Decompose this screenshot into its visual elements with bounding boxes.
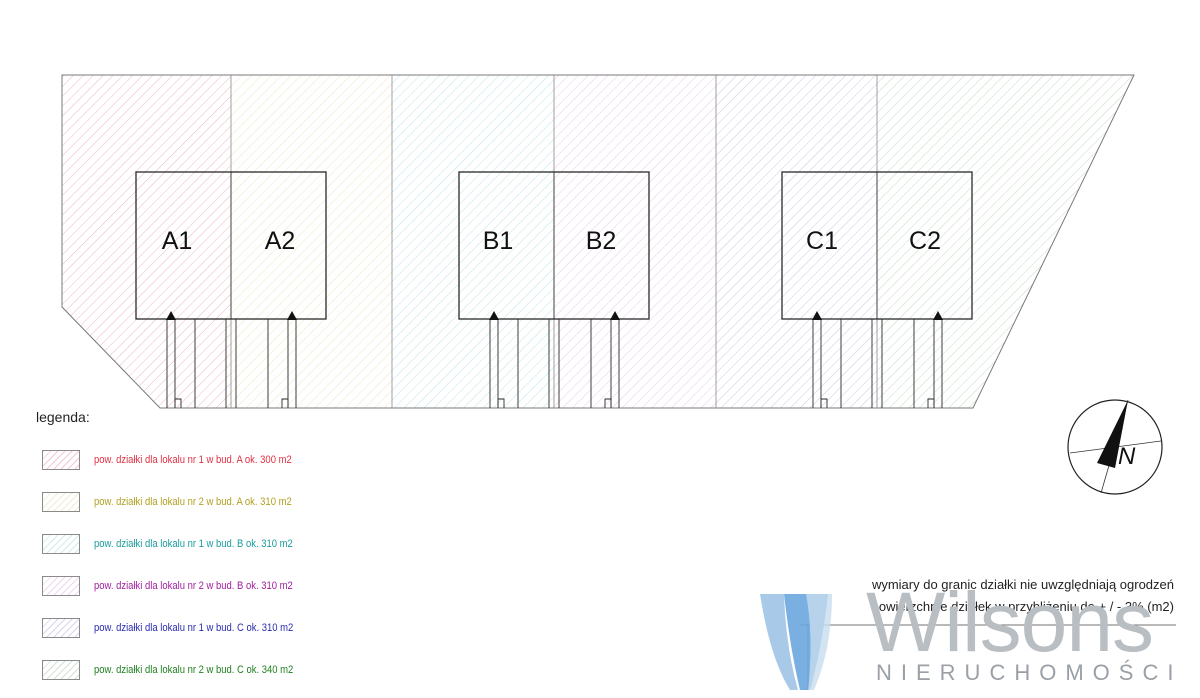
- legend-swatch: [42, 492, 80, 512]
- parcel-a1: [62, 75, 231, 408]
- legend-item: pow. działki dla lokalu nr 1 w bud. B ok…: [42, 533, 325, 555]
- legend-swatch: [42, 534, 80, 554]
- legend-swatch: [42, 618, 80, 638]
- wilsons-logo: Wilsons NIERUCHOMOŚCI: [748, 575, 1188, 694]
- legend-item: pow. działki dla lokalu nr 2 w bud. B ok…: [42, 575, 325, 597]
- logo-mark-icon: [760, 594, 832, 690]
- compass-circle: [1067, 399, 1163, 495]
- building-label: C2: [909, 227, 941, 255]
- parcel-c1: [716, 75, 877, 408]
- legend-label: pow. działki dla lokalu nr 1 w bud. A ok…: [94, 454, 292, 466]
- logo-subtitle: NIERUCHOMOŚCI: [876, 660, 1183, 685]
- site-boundary: [61, 74, 1135, 409]
- legend-item: pow. działki dla lokalu nr 2 w bud. C ok…: [42, 659, 326, 681]
- driveway: [166, 319, 297, 408]
- legend-label: pow. działki dla lokalu nr 1 w bud. C ok…: [94, 622, 294, 634]
- note-line: powierzchnie działek w przybliżeniu do +…: [871, 599, 1174, 614]
- parcel-b1: [392, 75, 554, 408]
- legend-title: legenda:: [36, 409, 90, 425]
- legend-item: pow. działki dla lokalu nr 2 w bud. A ok…: [42, 491, 324, 513]
- legend-label: pow. działki dla lokalu nr 2 w bud. B ok…: [94, 580, 293, 592]
- entrance-arrow-icon: [166, 311, 176, 320]
- building-label: B1: [483, 227, 514, 255]
- legend-item: pow. działki dla lokalu nr 1 w bud. A ok…: [42, 449, 324, 471]
- legend-swatch: [42, 450, 80, 470]
- building-c: C1 C2: [781, 171, 973, 408]
- building-b: B1 B2: [458, 171, 650, 408]
- building-label: B2: [586, 227, 617, 255]
- legend-label: pow. działki dla lokalu nr 1 w bud. B ok…: [94, 538, 293, 550]
- legend-swatch: [42, 660, 80, 680]
- north-arrow: N: [1067, 399, 1163, 495]
- entrance-arrow-icon: [933, 311, 943, 320]
- north-arrow-icon: [1097, 400, 1128, 468]
- building-label: C1: [806, 227, 838, 255]
- entrance-arrow-icon: [489, 311, 499, 320]
- building-label: A1: [162, 227, 193, 255]
- legend-label: pow. działki dla lokalu nr 2 w bud. C ok…: [94, 664, 294, 676]
- entrance-arrow-icon: [610, 311, 620, 320]
- parcel-a2: [231, 75, 392, 408]
- driveway: [489, 319, 620, 408]
- plan-notes: wymiary do granic działki nie uwzględnia…: [872, 574, 1174, 618]
- legend-swatch: [42, 576, 80, 596]
- building-a: A1 A2: [135, 171, 327, 408]
- driveway: [812, 319, 943, 408]
- entrance-arrow-icon: [287, 311, 297, 320]
- entrance-arrow-icon: [812, 311, 822, 320]
- logo-wordmark: Wilsons: [866, 575, 1154, 669]
- parcel-c2: [877, 75, 1134, 408]
- legend-item: pow. działki dla lokalu nr 1 w bud. C ok…: [42, 617, 326, 639]
- parcel-b2: [554, 75, 716, 408]
- note-line: wymiary do granic działki nie uwzględnia…: [871, 577, 1174, 592]
- building-label: A2: [265, 227, 296, 255]
- legend-label: pow. działki dla lokalu nr 2 w bud. A ok…: [94, 496, 292, 508]
- north-label: N: [1118, 443, 1136, 470]
